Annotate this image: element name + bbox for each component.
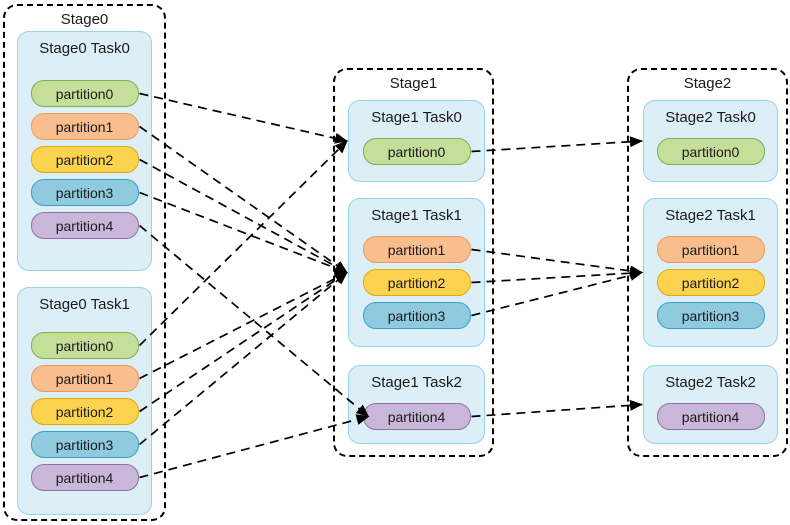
shuffle-arrow-s0t0p2-to-s1t1 xyxy=(139,158,348,274)
partition-pill-partition1: partition1 xyxy=(30,113,139,140)
partition-pill-partition2: partition2 xyxy=(30,398,139,425)
partition-pill-partition1: partition1 xyxy=(656,236,765,263)
shuffle-arrow-s0t1p2-to-s1t1 xyxy=(139,271,348,413)
stage-title: Stage0 xyxy=(60,11,109,28)
shuffle-arrow-s1t0p0-to-s2t0 xyxy=(471,136,643,153)
task-box-stage1-task0: Stage1 Task0 partition0 xyxy=(348,100,485,182)
partition-list: partition1 partition2 partition3 xyxy=(349,236,484,329)
partition-pill-partition2: partition2 xyxy=(362,269,471,296)
partition-pill-partition3: partition3 xyxy=(30,179,139,206)
stage-title: Stage1 xyxy=(389,75,438,92)
partition-pill-partition0: partition0 xyxy=(30,80,139,107)
task-title: Stage0 Task1 xyxy=(39,296,130,313)
partition-pill-partition2: partition2 xyxy=(30,146,139,173)
shuffle-arrow-s0t1p1-to-s1t1 xyxy=(139,271,348,380)
task-box-stage2-task0: Stage2 Task0 partition0 xyxy=(643,100,778,182)
partition-pill-partition1: partition1 xyxy=(30,365,139,392)
partition-pill-partition3: partition3 xyxy=(362,302,471,329)
partition-pill-partition0: partition0 xyxy=(30,332,139,359)
stage-title: Stage2 xyxy=(683,75,732,92)
task-title: Stage1 Task0 xyxy=(371,109,462,126)
shuffle-arrow-s0t1p0-to-s1t0 xyxy=(138,140,348,347)
partition-pill-partition0: partition0 xyxy=(362,138,471,165)
partition-list: partition4 xyxy=(644,403,777,430)
task-title: Stage1 Task2 xyxy=(371,374,462,391)
task-title: Stage2 Task1 xyxy=(665,207,756,224)
shuffle-arrow-s1t1p3-to-s2t1 xyxy=(471,270,643,317)
partition-pill-partition2: partition2 xyxy=(656,269,765,296)
partition-pill-partition4: partition4 xyxy=(30,212,139,239)
partition-list: partition0 xyxy=(644,138,777,165)
partition-list: partition1 partition2 partition3 xyxy=(644,236,777,329)
shuffle-arrow-s1t2p4-to-s2t2 xyxy=(471,399,643,418)
partition-list: partition0 xyxy=(349,138,484,165)
shuffle-arrow-s0t0p0-to-s1t0 xyxy=(139,92,348,144)
shuffle-arrow-s0t1p3-to-s1t1 xyxy=(138,271,348,446)
task-title: Stage2 Task2 xyxy=(665,374,756,391)
partition-pill-partition3: partition3 xyxy=(30,431,139,458)
partition-pill-partition4: partition4 xyxy=(30,464,139,491)
task-box-stage1-task2: Stage1 Task2 partition4 xyxy=(348,365,485,444)
partition-list: partition4 xyxy=(349,403,484,430)
shuffle-arrow-s0t0p1-to-s1t1 xyxy=(139,125,348,274)
task-title: Stage1 Task1 xyxy=(371,207,462,224)
task-title: Stage0 Task0 xyxy=(39,40,130,57)
partition-pill-partition4: partition4 xyxy=(362,403,471,430)
partition-pill-partition4: partition4 xyxy=(656,403,765,430)
partition-list: partition0 partition1 partition2 partition3… xyxy=(18,80,151,239)
shuffle-arrow-s0t0p3-to-s1t1 xyxy=(139,191,348,274)
partition-pill-partition1: partition1 xyxy=(362,236,471,263)
task-box-stage2-task2: Stage2 Task2 partition4 xyxy=(643,365,778,444)
task-title: Stage2 Task0 xyxy=(665,109,756,126)
shuffle-arrow-s1t1p1-to-s2t1 xyxy=(471,248,643,277)
partition-list: partition0 partition1 partition2 partition3… xyxy=(18,332,151,491)
shuffle-arrow-s1t1p2-to-s2t1 xyxy=(471,267,643,284)
partition-pill-partition3: partition3 xyxy=(656,302,765,329)
partition-pill-partition0: partition0 xyxy=(656,138,765,165)
